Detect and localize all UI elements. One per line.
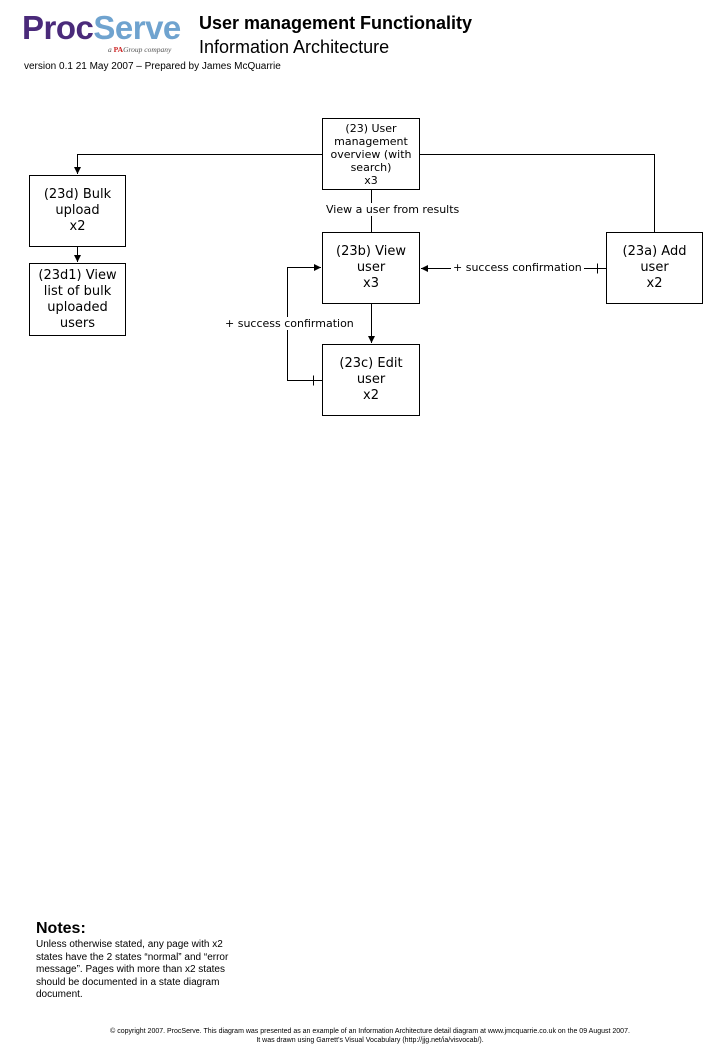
node-box-edit-user (322, 344, 420, 416)
node-edit-user: (23c) Edit user x2 (339, 356, 403, 403)
node-bulk-list: (23d1) View list of bulk uploaded users (38, 267, 117, 331)
notes-body: Unless otherwise stated, any page with x… (36, 939, 229, 1000)
logo-wordmark: ProcServe (22, 8, 181, 48)
node-bulk-upload: (23d) Bulk upload x2 (43, 187, 112, 234)
node-box-view-user (322, 232, 420, 304)
edge-overview-to-bulk-upload (74, 154, 323, 174)
copyright-footer: © copyright 2007. ProcServe. This diagra… (40, 1027, 700, 1045)
page-subtitle: Information Architecture (199, 37, 390, 57)
logo-proc: Proc (22, 9, 94, 46)
node-box-bulk-upload (29, 175, 126, 247)
logo-tagline-pre: a (108, 45, 114, 54)
version-line: version 0.1 21 May 2007 – Prepared by Ja… (24, 61, 281, 72)
procserve-logo: ProcServe a PAGroup company (22, 8, 190, 58)
node-view-user: (23b) View user x3 (336, 244, 406, 291)
node-box-bulk-list (29, 263, 126, 336)
node-overview: (23) User management overview (with sear… (330, 121, 412, 187)
logo-tagline-post: Group company (123, 45, 172, 54)
page-title: User management Functionality (199, 13, 473, 33)
logo-tagline-pa: PA (113, 45, 124, 54)
node-add-user: (23a) Add user x2 (622, 244, 687, 291)
copyright-line-2: It was drawn using Garrett’s Visual Voca… (256, 1037, 484, 1044)
logo-serve: Serve (93, 9, 181, 46)
edge-overview-to-add-user (419, 154, 655, 233)
edge-label-view-from-results: View a user from results (326, 203, 460, 216)
edge-label-add-success: + success confirmation (451, 261, 584, 274)
edge-label-edit-success: + success confirmation (225, 317, 354, 330)
node-box-add-user (606, 232, 703, 304)
notes-title: Notes: (36, 920, 86, 937)
copyright-line-1: © copyright 2007. ProcServe. This diagra… (110, 1028, 630, 1035)
logo-tagline: a PAGroup company (108, 45, 171, 54)
